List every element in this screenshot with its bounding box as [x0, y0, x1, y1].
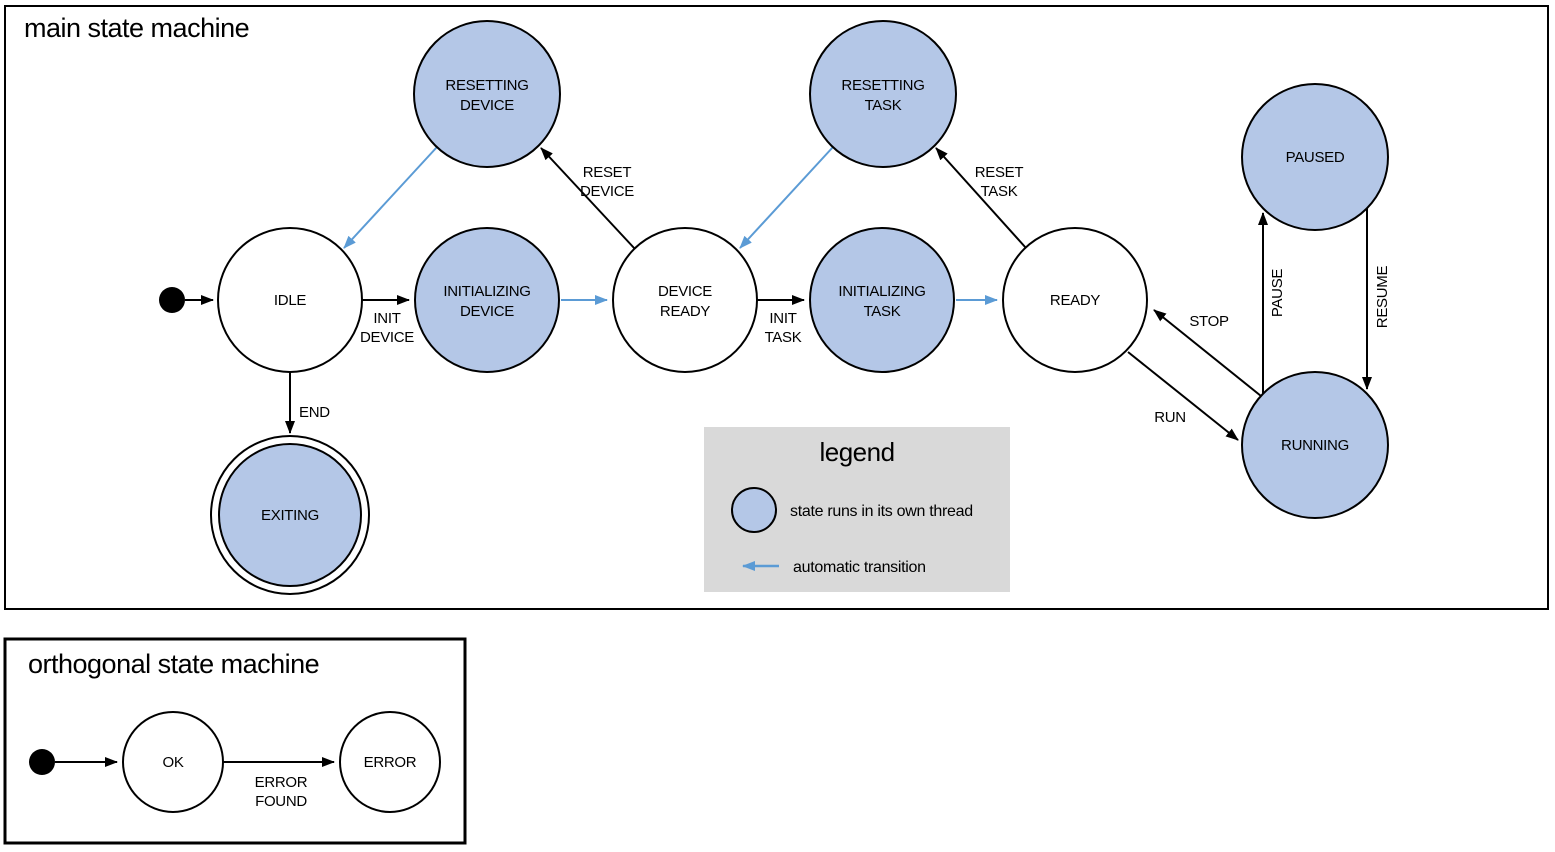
- legend-item-automatic-transition: automatic transition: [742, 559, 926, 576]
- transition-error-found: ERROR FOUND: [223, 757, 335, 810]
- state-resetting-device-label-line1: RESETTING: [445, 77, 528, 94]
- initial-state-dot: [159, 287, 185, 313]
- state-ok-label: OK: [162, 754, 183, 771]
- state-initializing-device: INITIALIZING DEVICE: [414, 227, 560, 373]
- transition-reset-device: RESET DEVICE: [540, 147, 636, 250]
- state-device-ready-label-line2: READY: [660, 303, 710, 320]
- transition-reset-task: RESET TASK: [935, 147, 1027, 249]
- main-state-machine-title: main state machine: [24, 13, 249, 43]
- state-paused: PAUSED: [1241, 83, 1389, 231]
- state-idle: IDLE: [217, 227, 363, 373]
- automatic-transition-arrow: [739, 146, 834, 249]
- transition-error-found-label-line1: ERROR: [255, 774, 308, 791]
- state-exiting-final: EXITING: [210, 435, 370, 595]
- state-exiting-inner-circle: [218, 443, 362, 587]
- legend-item-threaded-state-label: state runs in its own thread: [790, 503, 973, 520]
- state-initializing-task-circle: [809, 227, 955, 373]
- transition-auto-resettingdevice-idle: [343, 146, 438, 249]
- transition-reset-task-arrow: [935, 147, 1027, 249]
- transition-pause: PAUSE: [1258, 212, 1286, 394]
- state-initializing-task: INITIALIZING TASK: [809, 227, 955, 373]
- state-running-circle: [1241, 371, 1389, 519]
- transition-stop: STOP: [1153, 309, 1262, 397]
- transition-reset-task-label-line2: TASK: [981, 183, 1018, 200]
- legend: legend state runs in its own thread auto…: [704, 427, 1010, 592]
- state-initializing-task-label-line2: TASK: [864, 303, 901, 320]
- transition-resume: RESUME: [1362, 208, 1391, 390]
- transition-reset-task-label-line1: RESET: [975, 164, 1024, 181]
- transition-resume-label: RESUME: [1374, 266, 1391, 329]
- state-resetting-device-label-line2: DEVICE: [460, 97, 514, 114]
- state-exiting-label: EXITING: [261, 507, 319, 524]
- state-error-label: ERROR: [364, 754, 417, 771]
- state-ready-circle: [1002, 227, 1148, 373]
- transition-init-task: INIT TASK: [757, 295, 805, 346]
- transition-stop-arrow: [1153, 309, 1262, 397]
- orthogonal-state-machine-border: [3, 637, 467, 845]
- transition-init-task-label-line2: TASK: [765, 329, 802, 346]
- state-paused-label: PAUSED: [1286, 149, 1345, 166]
- state-paused-circle: [1241, 83, 1389, 231]
- transition-run-label: RUN: [1154, 409, 1186, 426]
- state-resetting-task-label-line2: TASK: [865, 97, 902, 114]
- state-running-label: RUNNING: [1281, 437, 1349, 454]
- transition-init-device: INIT DEVICE: [360, 295, 415, 346]
- initial-state-marker: [159, 287, 214, 313]
- state-resetting-task-label-line1: RESETTING: [841, 77, 924, 94]
- state-resetting-device-circle: [413, 20, 561, 168]
- state-idle-circle: [217, 227, 363, 373]
- transition-pause-label: PAUSE: [1269, 269, 1286, 318]
- state-device-ready-label-line1: DEVICE: [658, 283, 712, 300]
- transition-end: END: [285, 372, 331, 434]
- orthogonal-state-machine-title: orthogonal state machine: [28, 649, 319, 679]
- state-resetting-task: RESETTING TASK: [809, 20, 957, 168]
- transition-reset-device-label-line1: RESET: [583, 164, 632, 181]
- transition-error-found-label-line2: FOUND: [255, 793, 307, 810]
- state-initializing-device-label-line1: INITIALIZING: [443, 283, 530, 300]
- state-resetting-device: RESETTING DEVICE: [413, 20, 561, 168]
- transition-init-task-label-line1: INIT: [769, 310, 796, 327]
- state-ready-label: READY: [1050, 292, 1100, 309]
- orthogonal-state-machine: orthogonal state machine ERROR FOUND OK …: [3, 637, 467, 845]
- state-ok: OK: [122, 711, 224, 813]
- transition-stop-label: STOP: [1189, 313, 1229, 330]
- state-device-ready: DEVICE READY: [612, 227, 758, 373]
- initial-state-marker: [29, 749, 118, 775]
- transition-auto-resettingtask-deviceready: [739, 146, 834, 249]
- transition-reset-device-arrow: [540, 147, 636, 250]
- state-idle-label: IDLE: [274, 292, 306, 309]
- main-state-machine: main state machine INIT DEVICE RESET DEV…: [4, 5, 1549, 610]
- initial-state-dot: [29, 749, 55, 775]
- state-ok-circle: [122, 711, 224, 813]
- state-initializing-device-circle: [414, 227, 560, 373]
- legend-title: legend: [819, 437, 894, 467]
- state-ready: READY: [1002, 227, 1148, 373]
- state-error-circle: [339, 711, 441, 813]
- legend-item-automatic-transition-label: automatic transition: [793, 559, 926, 576]
- automatic-transition-arrow: [343, 146, 438, 249]
- state-running: RUNNING: [1241, 371, 1389, 519]
- main-state-machine-border: [4, 5, 1549, 610]
- state-initializing-task-label-line1: INITIALIZING: [838, 283, 925, 300]
- transition-run: RUN: [1127, 351, 1239, 441]
- state-error: ERROR: [339, 711, 441, 813]
- transition-reset-device-label-line2: DEVICE: [580, 183, 634, 200]
- state-device-ready-circle: [612, 227, 758, 373]
- transition-run-arrow: [1127, 351, 1239, 441]
- transition-init-device-label-line1: INIT: [373, 310, 400, 327]
- transition-init-device-label-line2: DEVICE: [360, 329, 414, 346]
- legend-item-threaded-state: state runs in its own thread: [731, 487, 973, 533]
- transition-end-label: END: [299, 404, 330, 421]
- state-initializing-device-label-line2: DEVICE: [460, 303, 514, 320]
- threaded-state-sample-circle: [731, 487, 777, 533]
- state-resetting-task-circle: [809, 20, 957, 168]
